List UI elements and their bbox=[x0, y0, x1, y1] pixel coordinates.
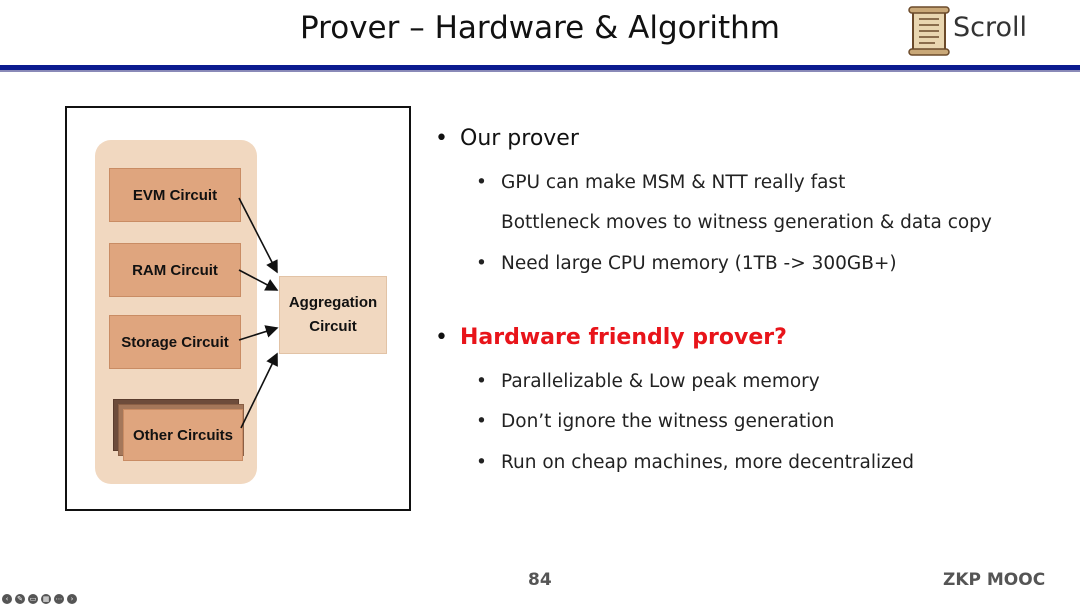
arrow-ram bbox=[238, 269, 279, 291]
arrow-evm bbox=[238, 197, 278, 274]
bullet-witness: Don’t ignore the witness generation bbox=[501, 411, 835, 432]
slide-title: Prover – Hardware & Algorithm bbox=[300, 10, 780, 46]
circuit-ram: RAM Circuit bbox=[109, 243, 241, 297]
presentation-controls: ‹ ✎ ▭ ▦ ⋯ › bbox=[2, 594, 77, 604]
diagram-arrows bbox=[238, 197, 279, 429]
next-icon[interactable]: › bbox=[67, 594, 77, 604]
bullet-hardware-friendly: Hardware friendly prover? bbox=[460, 325, 787, 350]
back-icon[interactable]: ‹ bbox=[2, 594, 12, 604]
bullet-bottleneck: Bottleneck moves to witness generation &… bbox=[501, 212, 992, 233]
circuit-storage: Storage Circuit bbox=[109, 315, 241, 369]
grid-icon[interactable]: ▦ bbox=[41, 594, 51, 604]
pen-icon[interactable]: ✎ bbox=[15, 594, 25, 604]
bullet-cpu-memory: Need large CPU memory (1TB -> 300GB+) bbox=[501, 253, 897, 274]
circuit-evm: EVM Circuit bbox=[109, 168, 241, 222]
arrow-other bbox=[240, 352, 278, 429]
scroll-logo-icon bbox=[908, 6, 950, 56]
bullet-dot: • bbox=[476, 371, 487, 392]
circuit-diagram: EVM Circuit RAM Circuit Storage Circuit … bbox=[65, 106, 411, 511]
bullet-our-prover: Our prover bbox=[460, 126, 579, 151]
bullet-dot: • bbox=[435, 126, 448, 151]
bullet-dot: • bbox=[435, 325, 448, 350]
circuit-other: Other Circuits bbox=[123, 409, 243, 461]
bullet-cheap-machines: Run on cheap machines, more decentralize… bbox=[501, 452, 914, 473]
bullet-dot: • bbox=[476, 172, 487, 193]
arrow-storage bbox=[238, 325, 279, 341]
bullet-dot: • bbox=[476, 452, 487, 473]
bullet-dot: • bbox=[476, 253, 487, 274]
logo-text: Scroll bbox=[953, 12, 1028, 43]
bullet-dot: • bbox=[476, 411, 487, 432]
header-rule-shadow bbox=[0, 70, 1080, 72]
footer-label: ZKP MOOC bbox=[943, 570, 1046, 590]
bullet-parallelizable: Parallelizable & Low peak memory bbox=[501, 371, 820, 392]
header-rule bbox=[0, 65, 1080, 70]
subtitle-icon[interactable]: ▭ bbox=[28, 594, 38, 604]
page-number: 84 bbox=[528, 570, 552, 590]
bullet-gpu-fast: GPU can make MSM & NTT really fast bbox=[501, 172, 846, 193]
more-icon[interactable]: ⋯ bbox=[54, 594, 64, 604]
